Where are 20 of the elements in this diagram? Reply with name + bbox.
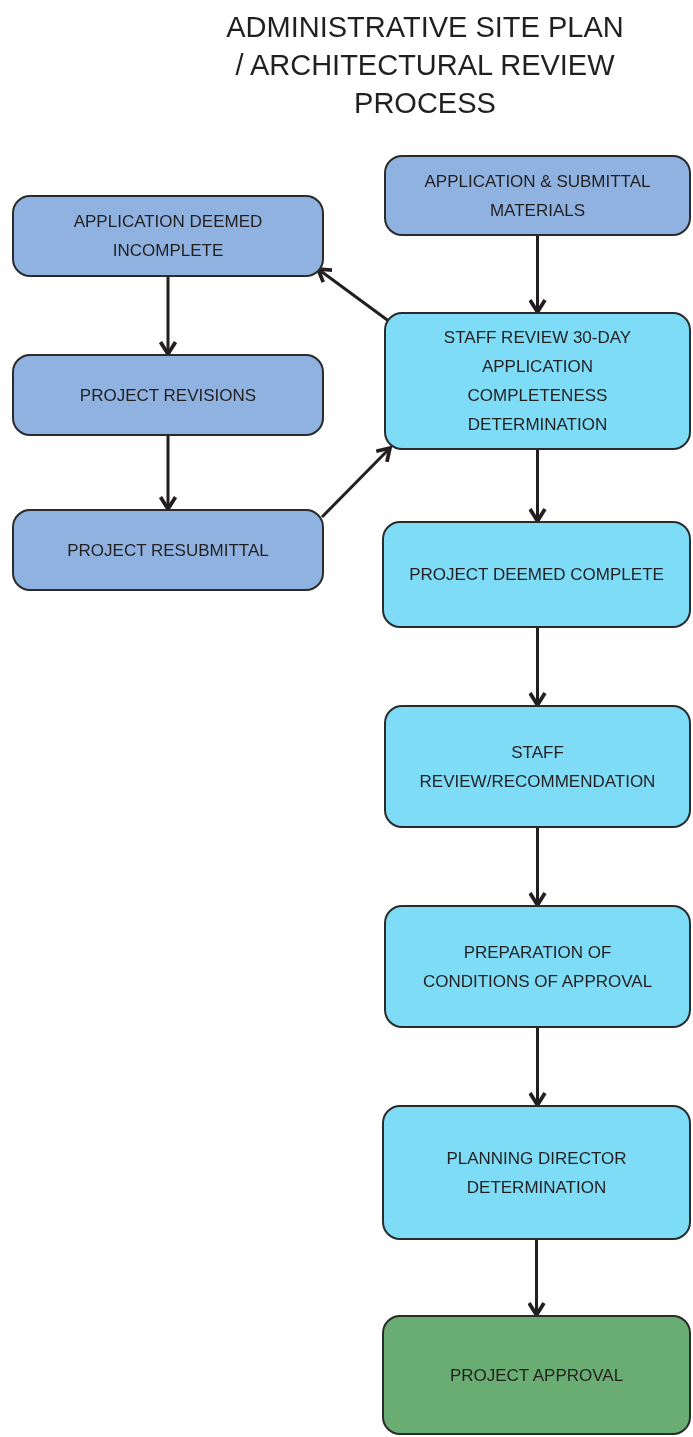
process-box: PROJECT DEEMED COMPLETE — [382, 521, 691, 628]
process-box: PROJECT REVISIONS — [12, 354, 324, 436]
process-box: PROJECT APPROVAL — [382, 1315, 691, 1435]
process-box: STAFF REVIEW 30-DAY APPLICATION COMPLETENESS DETERMINATION — [384, 312, 691, 450]
title: ADMINISTRATIVE SITE PLAN / ARCHITECTURAL REVIEW PROCESS — [225, 10, 625, 121]
arrow — [320, 446, 392, 519]
arrow — [528, 1028, 547, 1107]
process-box: STAFF REVIEW/RECOMMENDATION — [384, 705, 691, 828]
process-box: APPLICATION & SUBMITTAL MATERIALS — [384, 155, 691, 236]
process-box: PREPARATION OF CONDITIONS OF APPROVAL — [384, 905, 691, 1028]
arrow — [528, 828, 547, 907]
arrow — [527, 1240, 546, 1317]
process-box: PLANNING DIRECTOR DETERMINATION — [382, 1105, 691, 1240]
arrow — [528, 628, 547, 707]
arrow — [528, 450, 547, 523]
process-box: PROJECT RESUBMITTAL — [12, 509, 324, 591]
arrow — [158, 436, 178, 511]
arrow — [528, 236, 547, 314]
process-box: APPLICATION DEEMED INCOMPLETE — [12, 195, 324, 277]
arrow — [158, 277, 178, 356]
